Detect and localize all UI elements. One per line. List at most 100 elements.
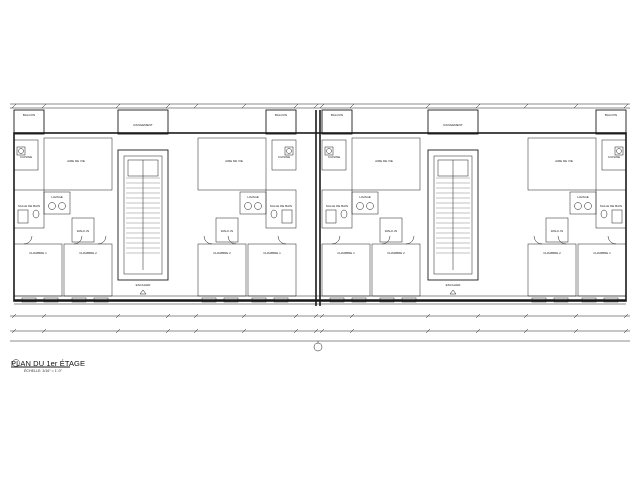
dimension-tick	[165, 328, 171, 334]
balcony	[265, 109, 297, 135]
bedroom-2	[63, 243, 113, 297]
walk-in	[71, 217, 95, 243]
window	[273, 297, 289, 303]
bedroom-2	[197, 243, 247, 297]
room-label-chambre-1: CHAMBRE 1	[29, 251, 47, 255]
laundry	[569, 191, 597, 215]
dimension-tick	[475, 313, 481, 319]
dimension-tick	[523, 328, 529, 334]
dimension-tick	[623, 103, 629, 109]
washer	[48, 202, 56, 210]
bathroom	[321, 189, 353, 229]
dimension-tick	[425, 313, 431, 319]
dimension-tick	[319, 103, 325, 109]
dimension-tick	[425, 328, 431, 334]
stair-core	[427, 149, 479, 281]
room-label-aire-de-vie: AIRE DE VIE	[225, 159, 243, 163]
window	[223, 297, 239, 303]
room-label-chambre-1: CHAMBRE 1	[337, 251, 355, 255]
grid-marker	[313, 342, 323, 352]
window	[251, 297, 267, 303]
landing	[127, 159, 159, 177]
room-label-rangement: RANGEMENT	[133, 123, 152, 127]
dimension-tick	[623, 313, 629, 319]
dimension-tick	[349, 313, 355, 319]
storage-room	[117, 109, 169, 135]
door-swing	[607, 235, 617, 245]
room-label-walkin: WALK-IN	[77, 229, 89, 233]
window	[553, 297, 569, 303]
door-swing	[23, 235, 33, 245]
kitchen	[271, 139, 297, 171]
bedroom-1	[321, 243, 371, 297]
living-area	[197, 137, 267, 191]
dimension-tick	[115, 103, 121, 109]
room-label-balcon: BALCON	[605, 113, 617, 117]
dryer	[366, 202, 374, 210]
dimension-tick	[573, 328, 579, 334]
stair-inner	[433, 155, 473, 275]
door-swing	[405, 235, 415, 245]
dimension-tick	[475, 103, 481, 109]
dimension-tick	[313, 313, 319, 319]
washer	[584, 202, 592, 210]
dimension-tick	[11, 328, 17, 334]
plan-title: PLAN DU 1er ÉTAGE	[11, 359, 86, 368]
dimension-tick	[319, 313, 325, 319]
window	[379, 297, 395, 303]
window	[21, 297, 37, 303]
stair-inner	[123, 155, 163, 275]
stair-core	[117, 149, 169, 281]
washer	[254, 202, 262, 210]
toilet	[32, 209, 40, 219]
north-arrow-icon	[139, 289, 147, 295]
room-label-chambre-1: CHAMBRE 1	[263, 251, 281, 255]
sink-bowl	[18, 148, 24, 154]
plan-scale: ÉCHELLE: 3/16" = 1'-0"	[24, 369, 62, 373]
laundry	[239, 191, 267, 215]
dimension-tick	[623, 328, 629, 334]
room-label-walkin: WALK-IN	[221, 229, 233, 233]
toilet	[270, 209, 278, 219]
room-label-chambre-2: CHAMBRE 2	[213, 251, 231, 255]
toilet	[340, 209, 348, 219]
kitchen	[321, 139, 347, 171]
dimension-tick	[573, 103, 579, 109]
dimension-tick	[241, 313, 247, 319]
door-swing	[227, 235, 237, 245]
room-label-aire-de-vie: AIRE DE VIE	[555, 159, 573, 163]
dimension-tick	[425, 103, 431, 109]
room-label-escalier: ESCALIER	[136, 283, 152, 287]
sink	[614, 146, 624, 156]
window	[581, 297, 597, 303]
kitchen	[601, 139, 627, 171]
bathtub	[325, 209, 337, 224]
balcony	[321, 109, 353, 135]
toilet	[600, 209, 608, 219]
window	[71, 297, 87, 303]
dimension-tick	[523, 313, 529, 319]
room-label-salle-de-bain: SALLE DE BAIN	[326, 204, 348, 208]
dryer	[574, 202, 582, 210]
door-swing	[533, 235, 543, 245]
room-label-balcon: BALCON	[331, 113, 343, 117]
door-swing	[203, 235, 213, 245]
room-label-escalier: ESCALIER	[446, 283, 462, 287]
bathroom	[595, 189, 627, 229]
sink	[284, 146, 294, 156]
dimension-tick	[11, 103, 17, 109]
dimension-tick	[573, 313, 579, 319]
dimension-tick	[319, 328, 325, 334]
window	[351, 297, 367, 303]
room-label-salle-de-bain: SALLE DE BAIN	[270, 204, 292, 208]
dimension-tick	[193, 313, 199, 319]
sink-bowl	[286, 148, 292, 154]
bedroom-2	[371, 243, 421, 297]
dryer	[58, 202, 66, 210]
dimension-tick	[165, 313, 171, 319]
landing	[437, 159, 469, 177]
bathtub	[281, 209, 293, 224]
laundry	[351, 191, 379, 215]
